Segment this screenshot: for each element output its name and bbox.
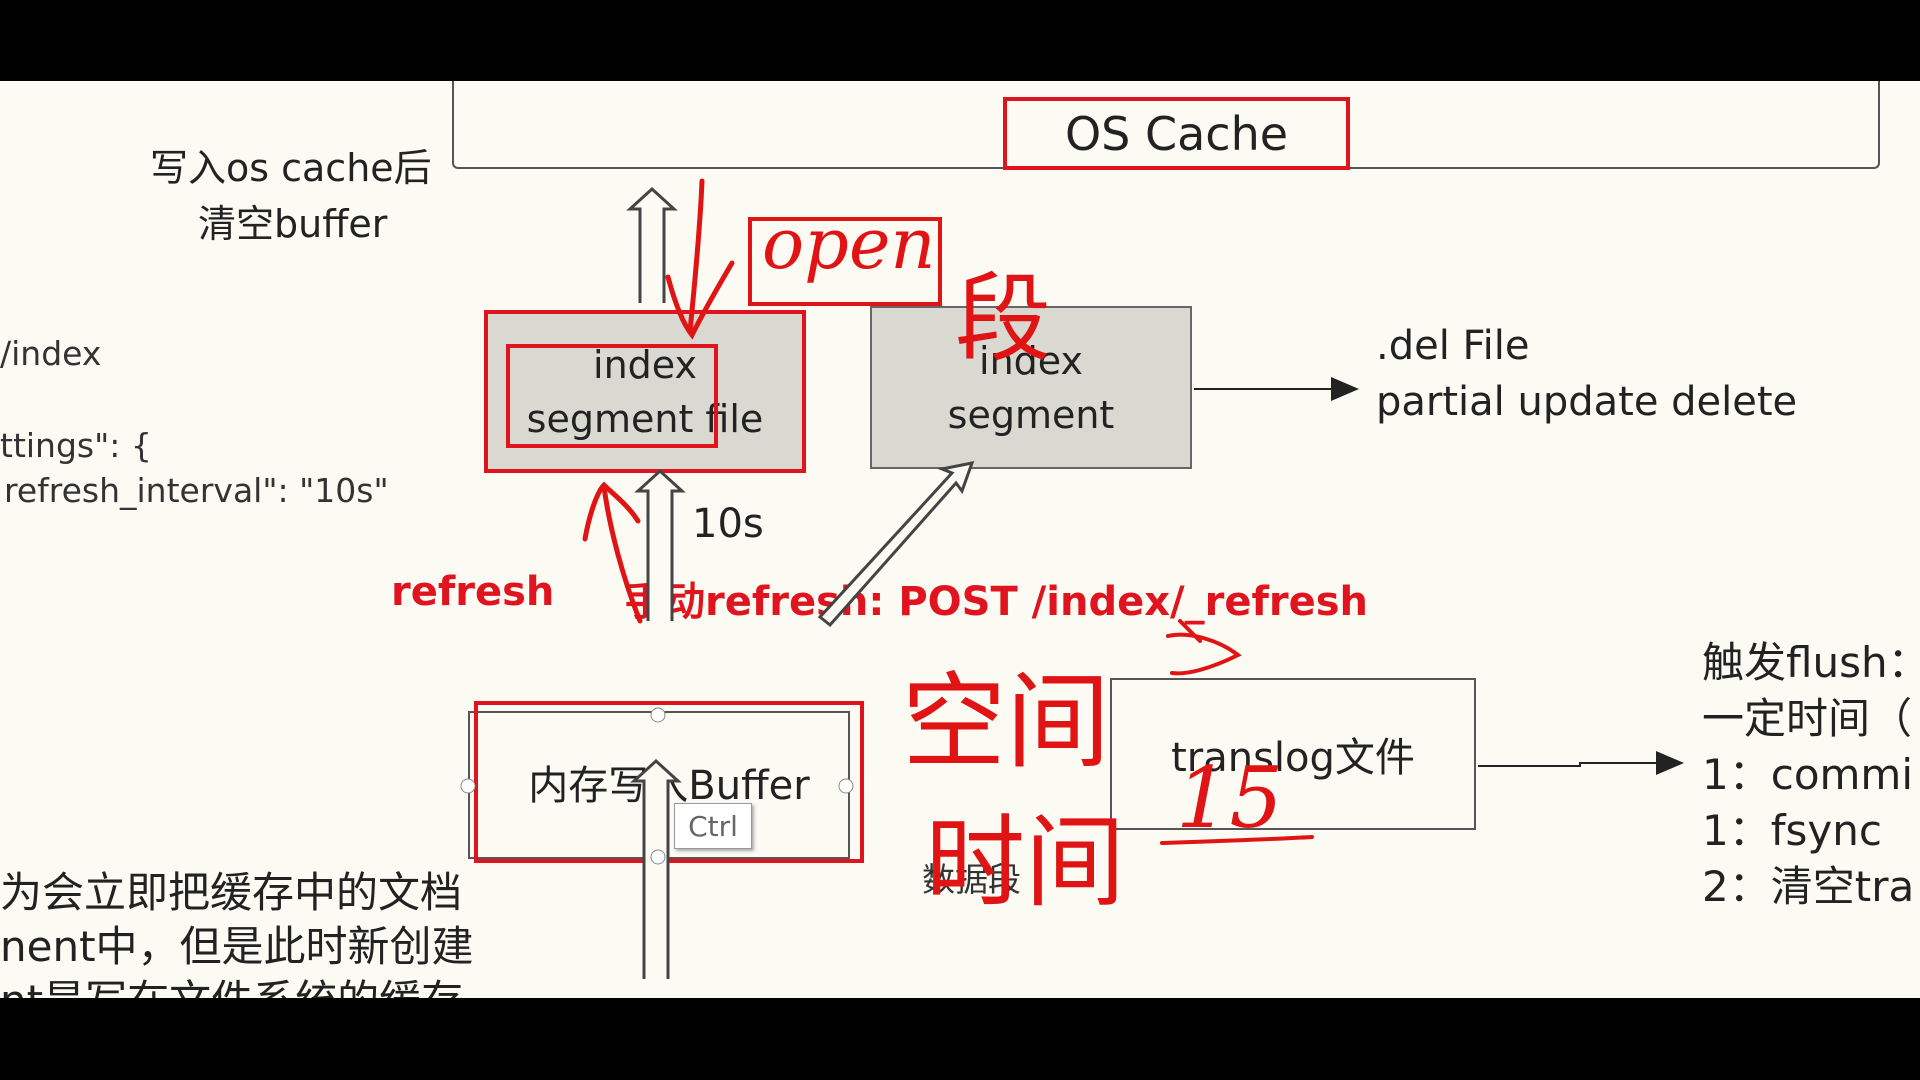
handwriting-fifteen: 15 xyxy=(1176,749,1283,847)
buffer-handle-bottom xyxy=(650,849,666,865)
flush-note-3: 1：commi xyxy=(1702,750,1914,799)
diagram-connectors xyxy=(460,178,1684,979)
refresh-label: refresh xyxy=(391,569,555,615)
bottom-note-2: nent中，但是此时新创建 xyxy=(0,922,474,971)
segment-file-line2: segment file xyxy=(526,396,764,441)
hand-open-box xyxy=(748,217,942,306)
hand-scribble xyxy=(1166,619,1242,676)
segment-file-line1: index xyxy=(593,342,697,387)
buffer-handle-left xyxy=(460,778,476,794)
ctrl-key-label: Ctrl xyxy=(688,809,738,843)
handwriting-duan: 段 xyxy=(955,263,1051,375)
segment-line2: segment xyxy=(947,392,1115,437)
data-segment-label: 数据段 xyxy=(922,860,1021,899)
partial-update-label: partial update delete xyxy=(1376,379,1798,425)
ctrl-key-badge[interactable]: Ctrl xyxy=(674,803,752,849)
translog-label: translog文件 xyxy=(1171,735,1415,781)
os-cache-box: OS Cache xyxy=(1003,97,1350,170)
hand-arrow-down xyxy=(665,178,735,340)
segment-line1: index xyxy=(979,338,1083,383)
manual-refresh-label: 手动refresh: POST /index/_refresh xyxy=(625,579,1369,625)
note-write-os-cache: 写入os cache后 xyxy=(150,146,432,190)
flush-note-2: 一定时间（ xyxy=(1702,694,1913,743)
arrow-segment-to-oscache xyxy=(626,186,678,303)
arrow-buffer-to-segment xyxy=(634,468,686,621)
hand-underline xyxy=(1160,835,1314,845)
flush-note-1: 触发flush： xyxy=(1702,638,1920,687)
arrow-buffer-to-segment2 xyxy=(817,461,975,628)
note-refresh-interval: refresh_interval": "10s" xyxy=(4,471,389,510)
note-settings: ttings": { xyxy=(0,426,152,465)
hand-arrow-up xyxy=(582,481,643,624)
arrow-input-to-buffer xyxy=(630,758,682,979)
flush-note-5: 2：清空tra xyxy=(1702,862,1915,911)
interval-label: 10s xyxy=(692,501,764,547)
arrow-translog-to-flush xyxy=(1478,751,1684,775)
buffer-handle-top xyxy=(650,707,666,723)
bottom-note-3: nt是写在文件系统的缓存 xyxy=(0,967,463,998)
diagram-canvas: OS Cache 写入os cache后 清空buffer /index tti… xyxy=(0,81,1920,998)
flush-note-4: 1：fsync xyxy=(1702,806,1882,855)
os-cache-label: OS Cache xyxy=(1064,106,1289,161)
buffer-handle-right xyxy=(838,778,854,794)
handwriting-shijian: 时间 xyxy=(925,804,1125,921)
translog-box: translog文件 xyxy=(1110,678,1476,830)
note-index-path: /index xyxy=(0,334,102,373)
handwriting-kongjian: 空间 xyxy=(902,661,1111,783)
index-segment-box: index segment xyxy=(870,306,1192,469)
bottom-note-1: 为会立即把缓存中的文档 xyxy=(0,868,463,917)
note-clear-buffer: 清空buffer xyxy=(198,202,388,246)
del-file-label: .del File xyxy=(1376,323,1530,369)
segment-file-highlight xyxy=(506,344,718,448)
handwriting-open: open xyxy=(762,203,936,285)
